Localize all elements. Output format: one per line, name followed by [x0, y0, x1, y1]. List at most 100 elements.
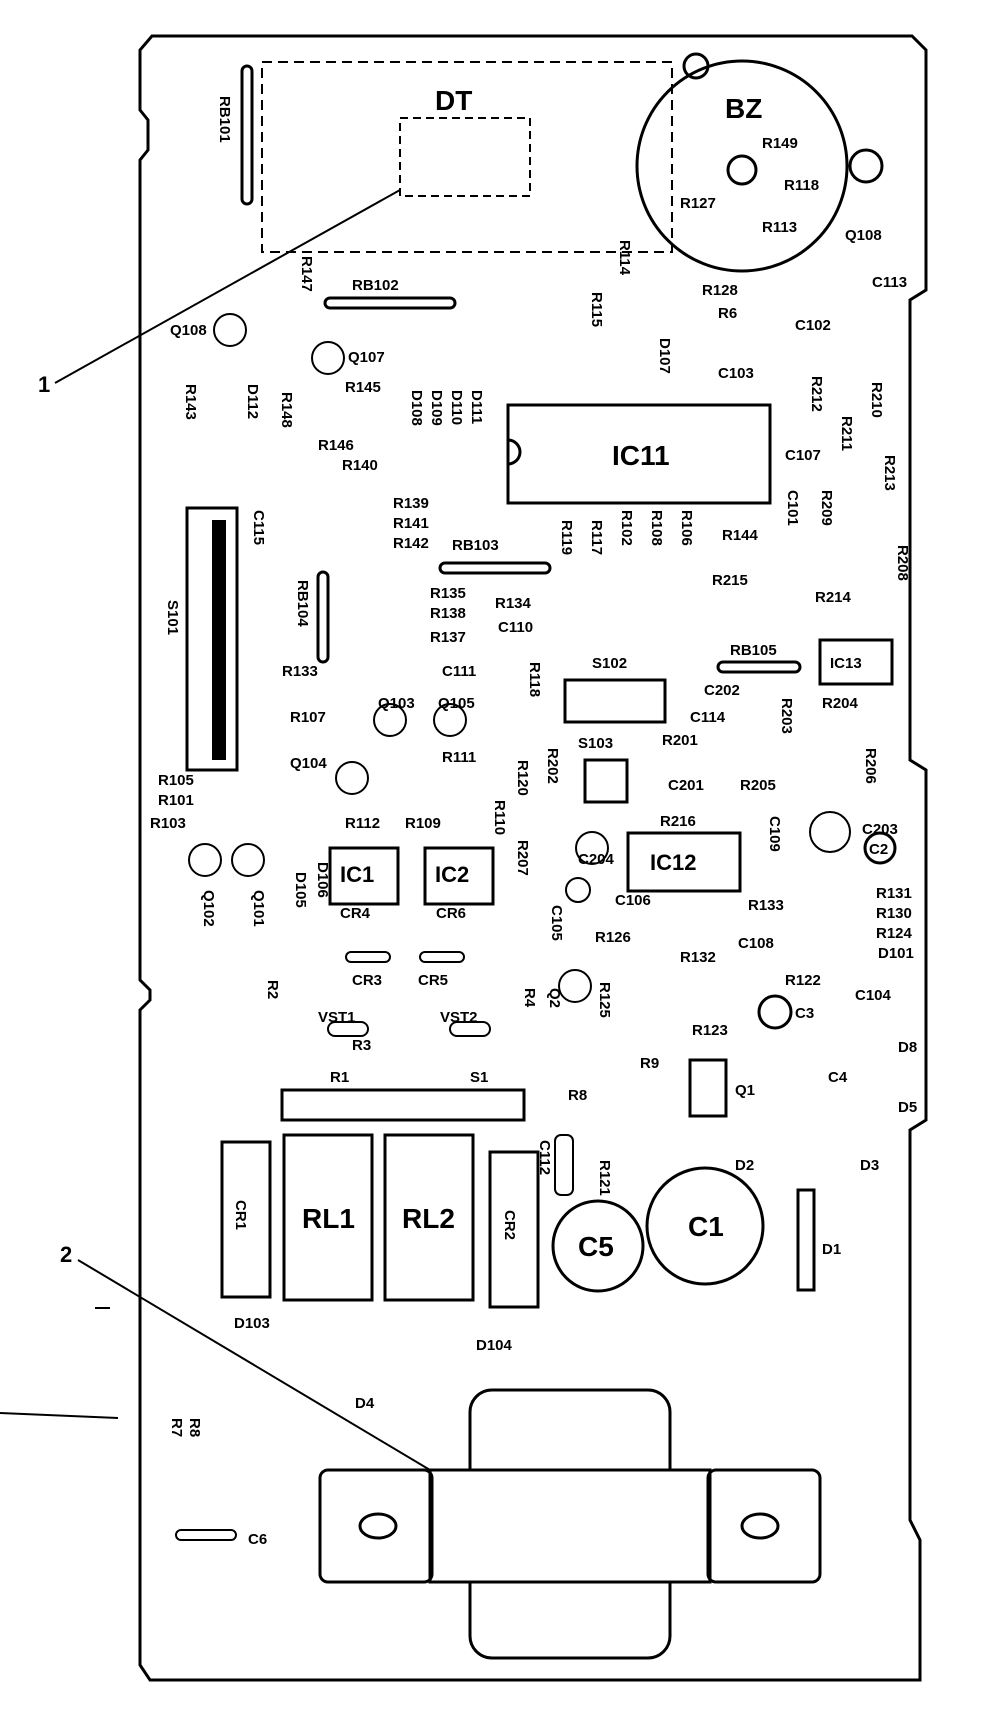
label-r102: R102	[618, 510, 635, 546]
label-c113: C113	[872, 274, 907, 291]
c112-body	[554, 1134, 574, 1196]
s101-label: S101	[164, 600, 181, 635]
transistor-q105	[433, 703, 467, 737]
s1-label: S1	[470, 1069, 488, 1086]
label-c201: C201	[668, 777, 704, 794]
label-r206: R206	[862, 748, 879, 784]
label-r110: R110	[491, 800, 508, 835]
label-r211: R211	[838, 416, 855, 451]
label-d108: D108	[408, 390, 425, 426]
label-r137: R137	[430, 629, 466, 646]
label-c106: C106	[615, 892, 651, 909]
label-vst2: VST2	[440, 1009, 478, 1026]
label-c109: C109	[766, 816, 783, 852]
vst1-body	[327, 1021, 369, 1037]
label-r140: R140	[342, 457, 378, 474]
ic11-notch	[507, 438, 522, 466]
buzzer-body	[635, 59, 849, 273]
label-c204: C204	[578, 851, 615, 868]
rb101-body	[240, 64, 254, 206]
c2-body	[863, 831, 897, 865]
label-r8b: R8	[186, 1418, 203, 1437]
label-r133b: R133	[748, 897, 784, 914]
label-r203: R203	[778, 698, 795, 734]
ic12-body	[626, 831, 742, 893]
label-r149a: R149	[762, 135, 798, 152]
ic13-body	[818, 638, 894, 686]
transistor-q102	[188, 843, 222, 877]
label-r209: R209	[818, 490, 835, 526]
label-r124: R124	[876, 925, 913, 942]
margin-mark-2	[0, 1412, 119, 1419]
label-r148: R148	[278, 392, 295, 428]
label-r201: R201	[662, 732, 698, 749]
cr2-body	[488, 1150, 540, 1309]
label-d105: D105	[292, 872, 309, 908]
c3-label: C3	[795, 1005, 814, 1022]
transistor-q103	[373, 703, 407, 737]
rb102-body	[323, 296, 457, 310]
buzzer-screw2	[682, 52, 710, 80]
label-c4: C4	[828, 1069, 848, 1086]
callout-1: 1	[38, 372, 50, 397]
cr5-body	[419, 951, 465, 963]
rl2-label: RL2	[402, 1203, 455, 1234]
s103-body	[583, 758, 629, 804]
label-r122: R122	[785, 972, 821, 989]
dt-label: DT	[435, 85, 472, 116]
label-r118: R118	[784, 177, 819, 194]
mount-hole-left	[358, 1512, 398, 1540]
label-r106: R106	[678, 510, 695, 546]
label-r138: R138	[430, 605, 466, 622]
label-r112: R112	[345, 815, 380, 832]
label-q2: Q2	[546, 988, 563, 1008]
cr2-label: CR2	[501, 1210, 518, 1240]
s1-body	[280, 1088, 526, 1122]
label-r7: R7	[168, 1418, 185, 1437]
label-d106: D106	[314, 862, 331, 898]
callout-1-leader	[54, 189, 401, 384]
ic13-label: IC13	[830, 655, 862, 672]
label-c6: C6	[248, 1531, 267, 1548]
rb103-body	[438, 561, 552, 575]
label-q105: Q105	[438, 695, 475, 712]
capacitor-c203	[809, 811, 851, 853]
label-r116: R118	[526, 662, 543, 697]
label-c114: C114	[690, 709, 726, 726]
label-r139: R139	[393, 495, 429, 512]
label-cr3: CR3	[352, 972, 382, 989]
bz-label: BZ	[725, 93, 762, 124]
s102-label: S102	[592, 655, 627, 672]
label-c115: C115	[250, 510, 267, 545]
label-r126: R126	[595, 929, 631, 946]
label-d111: D111	[468, 390, 485, 424]
label-d5: D5	[898, 1099, 917, 1116]
label-q103: Q103	[378, 695, 415, 712]
c5-label: C5	[578, 1231, 614, 1262]
label-d103: D103	[234, 1315, 270, 1332]
transistor-q109	[213, 313, 247, 347]
label-r132: R132	[680, 949, 716, 966]
label-r133: R133	[282, 663, 318, 680]
rb105-body	[716, 660, 802, 674]
label-q109: Q108	[170, 322, 207, 339]
c1-body	[645, 1166, 765, 1286]
label-r142: R142	[393, 535, 429, 552]
label-c202: C202	[704, 682, 740, 699]
ic11-label: IC11	[612, 440, 670, 471]
buzzer-hole	[726, 154, 758, 186]
label-r205: R205	[740, 777, 776, 794]
label-r143: R143	[182, 384, 199, 420]
label-r208: R208	[894, 545, 911, 581]
label-r207: R207	[514, 840, 531, 876]
label-c108: C108	[738, 935, 774, 952]
label-vst1: VST1	[318, 1009, 356, 1026]
capacitor-c105	[565, 877, 591, 903]
label-q102: Q102	[200, 890, 217, 927]
ic2-label: IC2	[435, 862, 469, 887]
label-d104: D104	[476, 1337, 513, 1354]
label-c102: C102	[795, 317, 831, 334]
label-c203: C203	[862, 821, 898, 838]
label-r212: R212	[808, 376, 825, 412]
